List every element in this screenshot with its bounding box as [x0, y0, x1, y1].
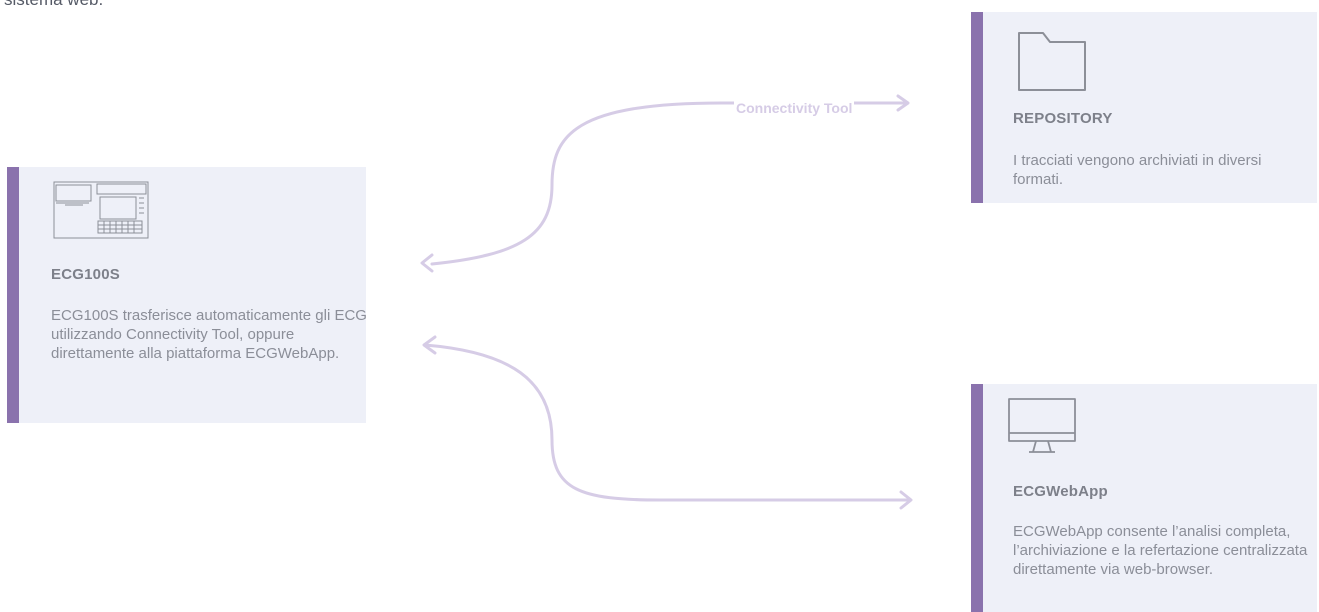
arrowhead-webapp [899, 490, 913, 510]
repository-card: REPOSITORY I tracciati vengono archiviat… [971, 12, 1317, 203]
intro-text: sistema web. [4, 0, 103, 11]
ecgwebapp-title: ECGWebApp [1013, 483, 1108, 500]
monitor-icon [1008, 398, 1076, 453]
ecg-device-icon [53, 181, 149, 239]
ecg100s-card: ECG100S ECG100S trasferisce automaticame… [7, 167, 367, 423]
ecg100s-title: ECG100S [51, 266, 120, 283]
connector-ecg-repository [430, 101, 909, 266]
ecgwebapp-description: ECGWebApp consente l’analisi completa, l… [1013, 523, 1308, 578]
folder-icon [1018, 32, 1086, 91]
connector-ecg-webapp [423, 343, 912, 502]
ecg100s-description: ECG100S trasferisce automaticamente gli … [51, 307, 367, 362]
repository-title: REPOSITORY [1013, 110, 1113, 127]
ecgwebapp-card: ECGWebApp ECGWebApp consente l’analisi c… [971, 384, 1317, 612]
arrowhead-repository [896, 94, 910, 112]
arrowhead-ecg-top [420, 253, 434, 273]
connectivity-tool-label: Connectivity Tool [734, 99, 855, 117]
repository-description: I tracciati vengono archiviati in divers… [1013, 152, 1262, 188]
arrowhead-ecg-bottom [422, 335, 437, 355]
